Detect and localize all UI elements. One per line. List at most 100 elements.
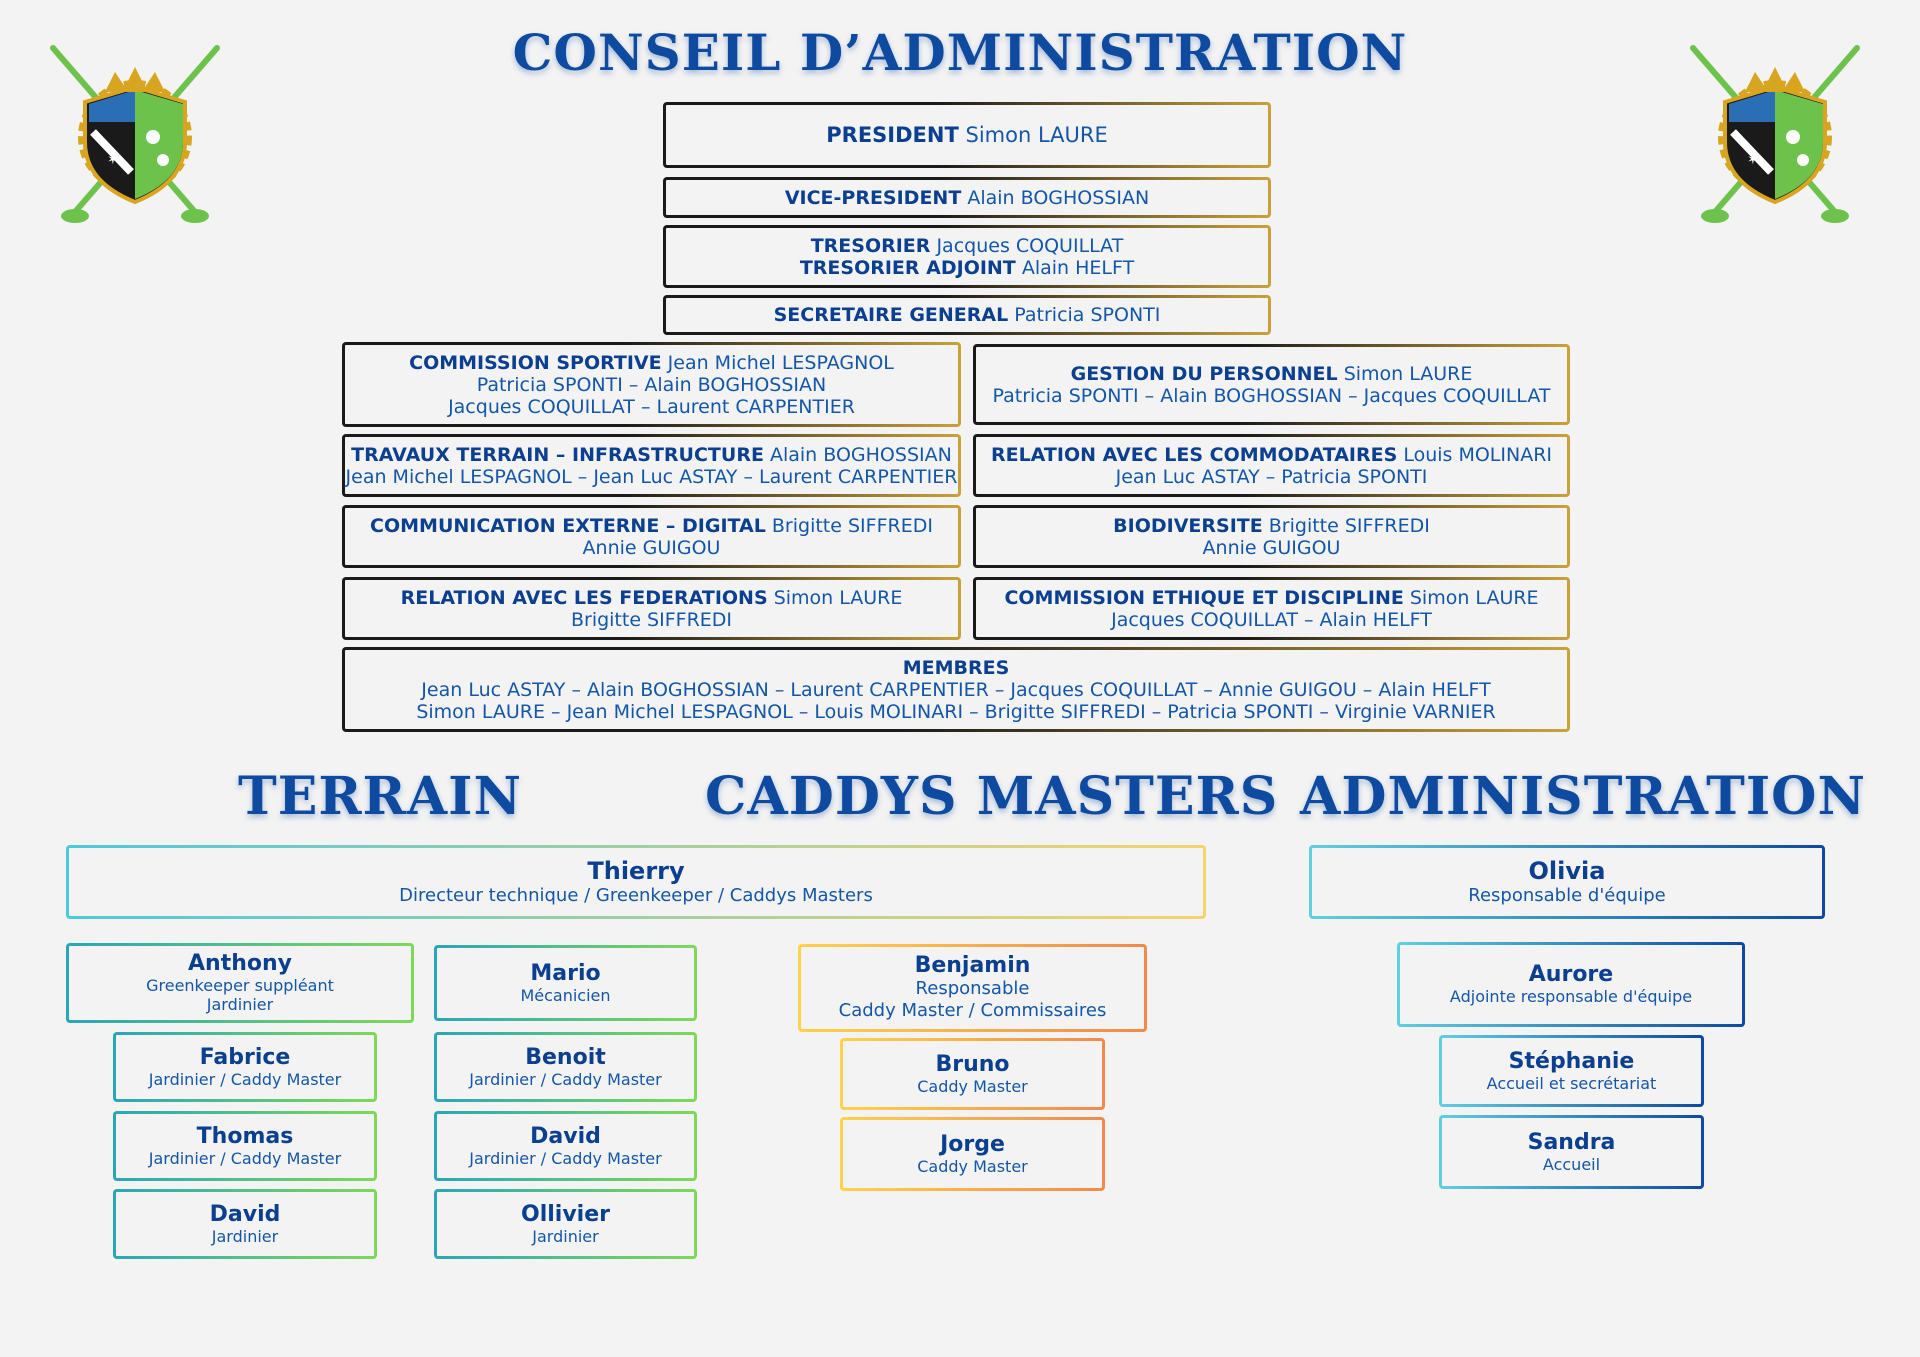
membres-box: MEMBRES Jean Luc ASTAY – Alain BOGHOSSIA… [342,647,1570,732]
card-benjamin-role2: Caddy Master / Commissaires [838,1000,1107,1021]
commodataires-box: RELATION AVEC LES COMMODATAIRES Louis MO… [973,434,1570,497]
card-benjamin-role1: Responsable [915,978,1030,999]
card-ollivier-name: Ollivier [521,1201,610,1227]
tresorier-adjoint-name: Alain HELFT [1021,256,1135,279]
federations-line2: Brigitte SIFFREDI [570,608,733,631]
commodataires-line2: Jean Luc ASTAY – Patricia SPONTI [1115,465,1428,488]
secretaire-name: Patricia SPONTI [1014,304,1161,326]
travaux-role: TRAVAUX TERRAIN – INFRASTRUCTURE [351,443,764,466]
card-david-jardinier-name: David [209,1201,281,1227]
biodiversite-box: BIODIVERSITE Brigitte SIFFREDI Annie GUI… [973,505,1570,568]
card-thomas: Thomas Jardinier / Caddy Master [113,1111,377,1181]
personnel-line2: Patricia SPONTI – Alain BOGHOSSIAN – Jac… [992,384,1551,407]
caddys-title: CADDYS MASTERS [705,766,1279,827]
card-fabrice: Fabrice Jardinier / Caddy Master [113,1032,377,1102]
card-anthony-role2: Jardinier [206,995,274,1014]
card-bruno-role: Caddy Master [917,1076,1028,1096]
card-thomas-name: Thomas [196,1123,294,1149]
president-role: PRESIDENT [826,123,959,147]
card-benoit-name: Benoit [525,1044,606,1070]
ethique-role: COMMISSION ETHIQUE ET DISCIPLINE [1004,586,1404,609]
secretaire-box: SECRETAIRE GENERAL Patricia SPONTI [663,295,1271,335]
travaux-box: TRAVAUX TERRAIN – INFRASTRUCTURE Alain B… [342,434,961,497]
communication-line2: Annie GUIGOU [582,536,721,559]
federations-name: Simon LAURE [773,586,903,609]
vice-president-box: VICE-PRESIDENT Alain BOGHOSSIAN [663,177,1271,218]
card-olivia-role: Responsable d'équipe [1468,885,1666,906]
federations-box: RELATION AVEC LES FEDERATIONS Simon LAUR… [342,577,961,640]
communication-name: Brigitte SIFFREDI [771,514,933,537]
card-aurore: Aurore Adjointe responsable d'équipe [1397,942,1745,1027]
card-bruno-name: Bruno [935,1051,1010,1077]
tresorier-adjoint-role: TRESORIER ADJOINT [799,256,1016,279]
biodiversite-line2: Annie GUIGOU [1202,536,1341,559]
ethique-name: Simon LAURE [1409,586,1539,609]
svg-text:✶: ✶ [107,152,119,168]
biodiversite-name: Brigitte SIFFREDI [1268,514,1430,537]
ethique-box: COMMISSION ETHIQUE ET DISCIPLINE Simon L… [973,577,1570,640]
card-david-caddy-role: Jardinier / Caddy Master [469,1148,662,1168]
commodataires-role: RELATION AVEC LES COMMODATAIRES [990,443,1398,466]
card-sandra: Sandra Accueil [1439,1115,1704,1189]
card-stephanie: Stéphanie Accueil et secrétariat [1439,1035,1704,1107]
card-mario: Mario Mécanicien [434,945,697,1021]
membres-line2: Simon LAURE – Jean Michel LESPAGNOL – Lo… [416,700,1496,723]
communication-box: COMMUNICATION EXTERNE – DIGITAL Brigitte… [342,505,961,568]
commission-sportive-line3: Jacques COQUILLAT – Laurent CARPENTIER [448,395,855,418]
ethique-line2: Jacques COQUILLAT – Alain HELFT [1111,608,1432,631]
travaux-name: Alain BOGHOSSIAN [769,443,952,466]
vice-president-role: VICE-PRESIDENT [784,186,962,209]
communication-role: COMMUNICATION EXTERNE – DIGITAL [370,514,766,537]
terrain-title: TERRAIN [238,766,522,827]
tresorier-role: TRESORIER [810,234,931,257]
card-thierry-role: Directeur technique / Greenkeeper / Cadd… [399,885,873,906]
personnel-name: Simon LAURE [1343,362,1473,385]
president-name: Simon LAURE [965,123,1108,147]
card-benoit-role: Jardinier / Caddy Master [469,1069,662,1089]
card-david-jardinier: David Jardinier [113,1189,377,1259]
card-david-caddy: David Jardinier / Caddy Master [434,1111,697,1181]
administration-title: ADMINISTRATION [1300,766,1866,827]
card-anthony-name: Anthony [188,951,292,976]
membres-line1: Jean Luc ASTAY – Alain BOGHOSSIAN – Laur… [421,678,1491,701]
card-aurore-name: Aurore [1528,962,1614,987]
card-fabrice-role: Jardinier / Caddy Master [148,1069,342,1089]
club-crest-logo-left: ✶ [50,45,220,223]
card-stephanie-name: Stéphanie [1508,1048,1635,1074]
card-benjamin: Benjamin Responsable Caddy Master / Comm… [798,944,1147,1032]
card-thierry: Thierry Directeur technique / Greenkeepe… [66,845,1206,919]
vice-president-name: Alain BOGHOSSIAN [967,186,1150,209]
card-anthony: Anthony Greenkeeper suppléant Jardinier [66,943,414,1023]
card-david-caddy-name: David [530,1123,601,1149]
tresorier-box: TRESORIER Jacques COQUILLAT TRESORIER AD… [663,225,1271,288]
card-david-jardinier-role: Jardinier [211,1226,279,1246]
card-olivia: Olivia Responsable d'équipe [1309,845,1825,919]
card-jorge: Jorge Caddy Master [840,1117,1105,1191]
card-aurore-role: Adjointe responsable d'équipe [1449,987,1693,1006]
card-thierry-name: Thierry [587,857,685,885]
card-mario-name: Mario [530,960,601,986]
federations-role: RELATION AVEC LES FEDERATIONS [400,586,768,609]
card-jorge-role: Caddy Master [917,1156,1028,1176]
commission-sportive-line2: Patricia SPONTI – Alain BOGHOSSIAN [476,373,827,396]
svg-text:✶: ✶ [1747,152,1759,168]
biodiversite-role: BIODIVERSITE [1113,514,1263,537]
card-anthony-role1: Greenkeeper suppléant [146,976,334,995]
card-benjamin-name: Benjamin [914,953,1031,978]
card-sandra-name: Sandra [1527,1129,1616,1155]
card-benoit: Benoit Jardinier / Caddy Master [434,1032,697,1102]
card-ollivier: Ollivier Jardinier [434,1189,697,1259]
commission-sportive-name: Jean Michel LESPAGNOL [667,351,894,374]
travaux-line2: Jean Michel LESPAGNOL – Jean Luc ASTAY –… [345,465,958,488]
card-thomas-role: Jardinier / Caddy Master [148,1148,342,1168]
commission-sportive-box: COMMISSION SPORTIVE Jean Michel LESPAGNO… [342,342,961,427]
commodataires-name: Louis MOLINARI [1403,443,1553,466]
card-ollivier-role: Jardinier [532,1226,599,1246]
personnel-role: GESTION DU PERSONNEL [1070,362,1338,385]
personnel-box: GESTION DU PERSONNEL Simon LAURE Patrici… [973,344,1570,425]
card-stephanie-role: Accueil et secrétariat [1486,1073,1657,1093]
membres-role: MEMBRES [902,656,1010,679]
card-sandra-role: Accueil [1542,1154,1601,1174]
tresorier-name: Jacques COQUILLAT [936,234,1124,257]
conseil-title: CONSEIL D’ADMINISTRATION [512,23,1408,82]
